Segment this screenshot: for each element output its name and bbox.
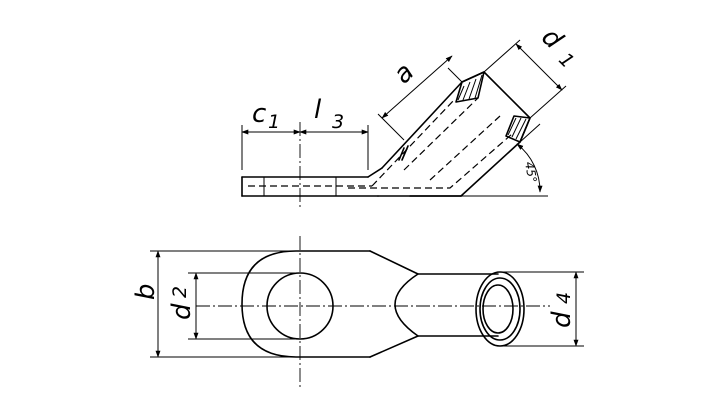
label-angle: 45° — [522, 161, 539, 184]
angle-arc — [516, 143, 543, 193]
neck-top — [369, 250, 499, 275]
label-d4-sub: 4 — [553, 292, 575, 304]
d1-ext-upper — [483, 39, 521, 73]
label-d2-sub: 2 — [169, 286, 191, 298]
label-d1: d — [535, 22, 568, 55]
hatch-lower — [507, 117, 527, 140]
label-b: b — [131, 283, 161, 300]
angle-ext-diagonal — [519, 123, 541, 143]
barrel-left-hatch-mark2 — [401, 145, 409, 161]
barrel-bore — [482, 284, 514, 334]
d1-dim-line — [515, 43, 563, 91]
a-ext-upper — [447, 67, 463, 83]
label-d2: d — [167, 303, 197, 320]
barrel-end-inner — [479, 277, 521, 341]
barrel-transition — [394, 273, 419, 337]
palm-outline — [241, 250, 371, 358]
side-view — [241, 39, 567, 208]
barrel-wall-lower — [505, 115, 531, 143]
label-d4: d — [547, 311, 577, 328]
label-l3-sub: 3 — [332, 111, 344, 133]
side-hidden-bore-mid — [403, 97, 479, 171]
side-hidden-inner — [429, 115, 501, 181]
neck-bottom — [369, 335, 499, 358]
side-bend-top — [367, 167, 383, 178]
top-view — [150, 236, 584, 390]
side-hidden-bore-bottom — [348, 133, 513, 189]
barrel-lower-edge — [460, 141, 521, 197]
barrel-left-hatch-mark — [398, 147, 405, 161]
label-l3: l — [314, 95, 322, 125]
side-hidden-bore-top — [371, 98, 456, 187]
hatch-upper — [457, 74, 483, 101]
label-d1-sub: 1 — [554, 49, 578, 73]
label-a: a — [388, 57, 420, 89]
label-c1: c — [252, 99, 266, 129]
label-c1-sub: 1 — [268, 111, 280, 133]
d1-ext-lower — [529, 85, 567, 119]
a-dim-line — [381, 55, 453, 119]
barrel-upper-edge — [381, 81, 463, 169]
a-ext-lower — [377, 113, 405, 141]
